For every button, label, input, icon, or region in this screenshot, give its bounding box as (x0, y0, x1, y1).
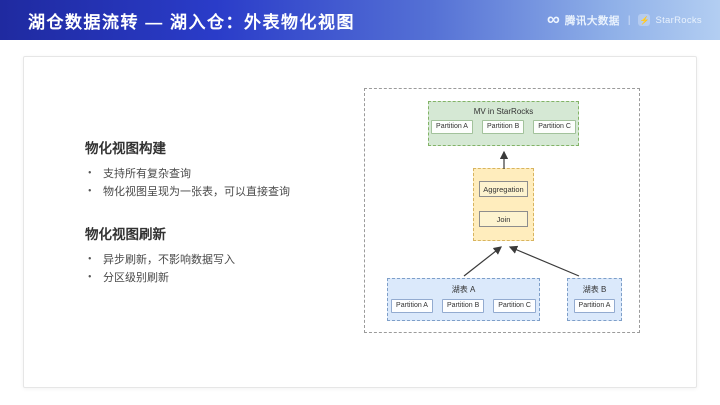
lake-a-partition-b: Partition B (441, 299, 485, 314)
list-item: • 异步刷新，不影响数据写入 (85, 251, 365, 269)
list-item: • 物化视图呈现为一张表，可以直接查询 (85, 183, 365, 201)
diagram-outer-frame (364, 88, 640, 333)
lake-table-a: 湖表 A Partition A Partition B Partition C (387, 278, 540, 321)
process-container: Aggregation Join (473, 168, 534, 241)
lake-a-partition-row: Partition A Partition B Partition C (388, 299, 539, 314)
lake-b-partition-row: Partition A (568, 299, 621, 314)
mv-partition-b: Partition B (481, 120, 525, 135)
brand-divider: | (627, 14, 631, 26)
lake-b-title: 湖表 B (582, 285, 607, 294)
bullet-list-build: • 支持所有复杂查询 • 物化视图呈现为一张表，可以直接查询 (85, 165, 365, 201)
mv-partition-c: Partition C (533, 120, 576, 135)
lake-table-b: 湖表 B Partition A (567, 278, 622, 321)
bullet-icon: • (88, 186, 92, 197)
starrocks-label: StarRocks (655, 14, 702, 26)
lake-a-partition-a: Partition A (391, 299, 433, 314)
lake-a-title: 湖表 A (451, 285, 476, 294)
bullet-icon: • (88, 254, 92, 265)
mv-partition-a: Partition A (431, 120, 473, 135)
mv-container: MV in StarRocks Partition A Partition B … (428, 101, 579, 146)
bullet-icon: • (88, 168, 92, 179)
section-heading-refresh: 物化视图刷新 (85, 227, 166, 242)
bullet-icon: • (88, 272, 92, 283)
bullet-list-refresh: • 异步刷新，不影响数据写入 • 分区级别刷新 (85, 251, 365, 287)
text-block: 物化视图构建 • 支持所有复杂查询 • 物化视图呈现为一张表，可以直接查询 物化… (85, 137, 365, 309)
aggregation-step: Aggregation (479, 181, 528, 197)
starrocks-icon: ⚡ (638, 14, 651, 26)
bullet-text: 分区级别刷新 (103, 272, 169, 284)
lake-a-partition-c: Partition C (493, 299, 536, 314)
page-title: 湖仓数据流转 — 湖入仓：外表物化视图 (28, 12, 355, 32)
tencent-bigdata-icon: ∞ (547, 8, 560, 29)
section-heading-build: 物化视图构建 (85, 141, 166, 156)
slide-header: 湖仓数据流转 — 湖入仓：外表物化视图 ∞ 腾讯大数据 | ⚡ StarRock… (0, 0, 720, 40)
lake-b-partition-a: Partition A (573, 299, 616, 314)
list-item: • 支持所有复杂查询 (85, 165, 365, 183)
bullet-text: 异步刷新，不影响数据写入 (103, 254, 235, 266)
bullet-text: 支持所有复杂查询 (103, 168, 191, 180)
join-step: Join (479, 211, 528, 227)
brand-logos: ∞ 腾讯大数据 | ⚡ StarRocks (547, 0, 702, 40)
tencent-bigdata-label: 腾讯大数据 (564, 14, 620, 27)
bullet-text: 物化视图呈现为一张表，可以直接查询 (103, 186, 290, 198)
list-item: • 分区级别刷新 (85, 269, 365, 287)
mv-title: MV in StarRocks (473, 107, 534, 116)
mv-partition-row: Partition A Partition B Partition C (429, 120, 578, 135)
